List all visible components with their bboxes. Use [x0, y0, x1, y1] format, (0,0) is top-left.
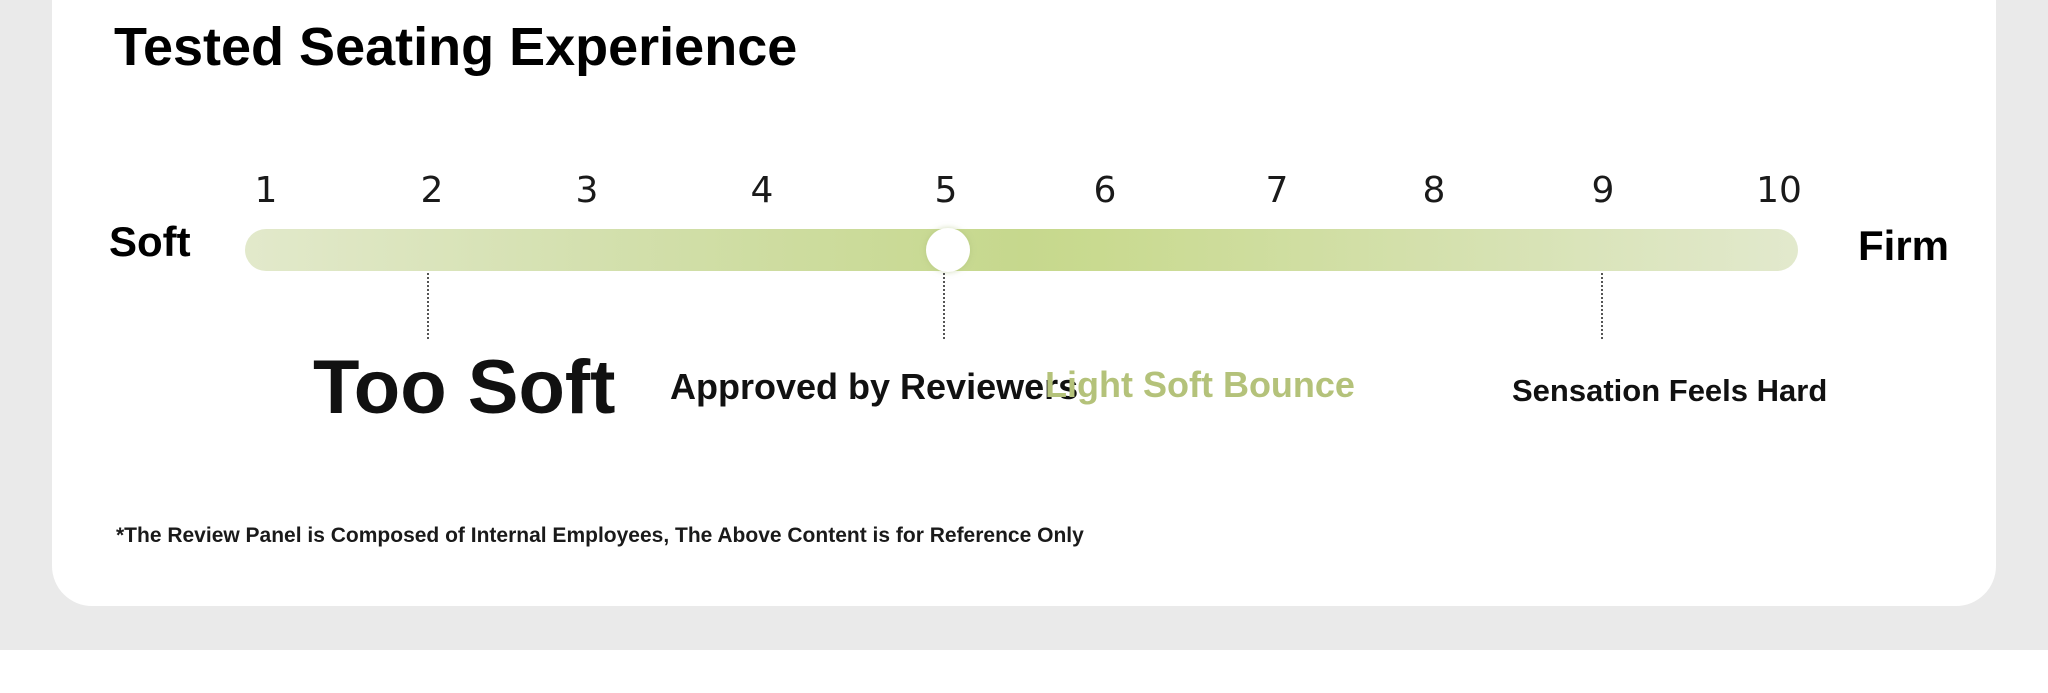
- scale-tick-5: 5: [934, 170, 958, 211]
- scale-label-firm: Firm: [1858, 222, 1950, 269]
- callout-light-soft-bounce: Light Soft Bounce: [1045, 364, 1355, 405]
- scale-label-soft: Soft: [109, 218, 191, 265]
- scale-tick-1: 1: [254, 170, 278, 211]
- scale-tick-2: 2: [420, 170, 444, 211]
- disclaimer-footnote: *The Review Panel is Composed of Interna…: [116, 524, 1084, 547]
- scale-tick-4: 4: [750, 170, 774, 211]
- scale-tick-10: 10: [1756, 170, 1802, 211]
- firmness-scale-track: [245, 229, 1798, 271]
- callout-approved: Approved by Reviewers: [670, 366, 1079, 407]
- scale-tick-3: 3: [575, 170, 599, 211]
- callout-too-soft: Too Soft: [313, 345, 616, 430]
- section-title: Tested Seating Experience: [114, 17, 798, 77]
- scale-rating-marker: [926, 228, 970, 272]
- callout-leader-feels-hard: [1601, 273, 1603, 339]
- content-card: [52, 0, 1996, 606]
- scale-tick-8: 8: [1422, 170, 1446, 211]
- callout-leader-too-soft: [427, 273, 429, 339]
- scale-tick-6: 6: [1093, 170, 1117, 211]
- callout-feels-hard: Sensation Feels Hard: [1512, 373, 1828, 408]
- scale-tick-7: 7: [1265, 170, 1289, 211]
- scale-tick-9: 9: [1591, 170, 1615, 211]
- callout-leader-approved: [943, 273, 945, 339]
